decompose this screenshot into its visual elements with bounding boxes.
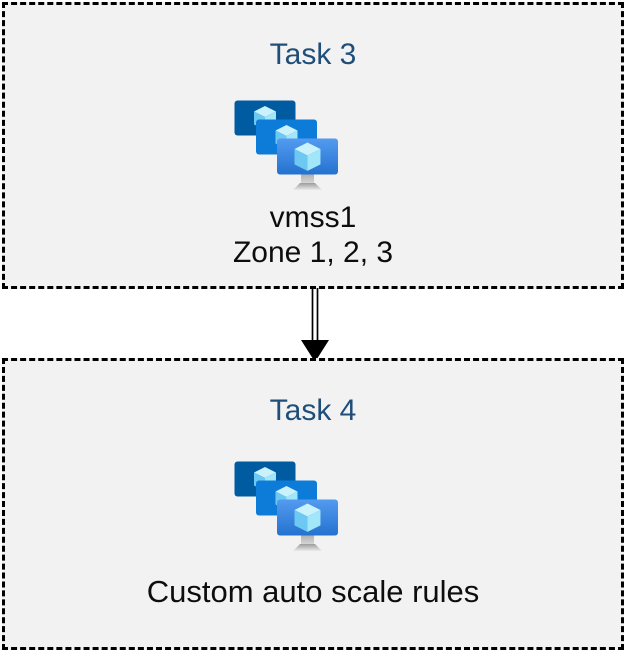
arrowhead — [301, 340, 329, 362]
task3-label: vmss1 Zone 1, 2, 3 — [5, 200, 621, 270]
task4-title: Task 4 — [269, 394, 357, 427]
down-arrow-connector — [301, 288, 329, 362]
autoscale-text: Custom auto scale rules — [146, 574, 480, 609]
vm-scale-sets-icon — [234, 461, 338, 551]
task3-title: Task 3 — [269, 38, 357, 71]
task3-box: Task 3 — [2, 2, 624, 289]
task4-box: Task 4 — [2, 358, 624, 650]
zones-text: Zone 1, 2, 3 — [232, 236, 394, 269]
vmss-name-text: vmss1 — [269, 201, 357, 234]
vm-scale-sets-icon — [234, 100, 338, 190]
task4-label: Custom auto scale rules — [5, 574, 621, 610]
